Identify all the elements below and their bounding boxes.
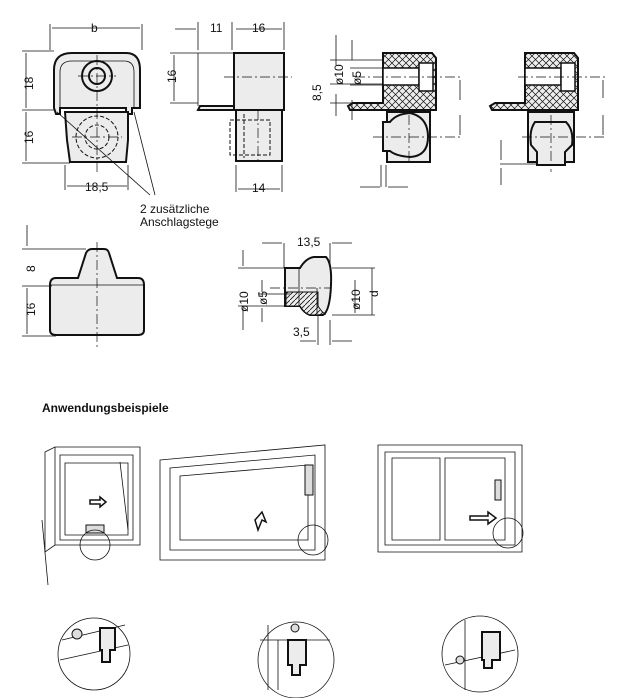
note-line2: Anschlagstege (140, 215, 219, 229)
detail-1 (57, 617, 131, 691)
dim-18-5: 18,5 (85, 180, 109, 194)
example-sliding-window (377, 444, 524, 553)
detail-2 (257, 621, 335, 698)
examples-title: Anwendungsbeispiele (42, 401, 169, 415)
dim-16-top: 16 (24, 302, 38, 316)
note-line1: 2 zusätzliche (140, 202, 210, 216)
dim-8: 8 (24, 265, 38, 272)
example-awning-window (41, 446, 141, 586)
dim-8-5: 8,5 (310, 84, 324, 101)
dim-18: 18 (22, 76, 36, 90)
dim-16-depth: 16 (252, 21, 266, 35)
dim-13-5: 13,5 (297, 235, 321, 249)
top-view: 8 16 (22, 225, 145, 348)
dim-16-front: 16 (22, 130, 36, 144)
front-view: b 18 16 18,5 2 zusätzliche Anschlagstege (22, 21, 219, 229)
dim-pin-d5: ø5 (256, 291, 270, 305)
side-view: 11 16 16 14 (165, 21, 292, 195)
dim-d5: ø5 (350, 71, 364, 85)
dim-pin-d10-left: ø10 (237, 291, 251, 312)
section-view-2 (488, 52, 605, 185)
dim-pin-d10-right: ø10 (349, 289, 363, 310)
dim-d10: ø10 (332, 64, 346, 85)
dim-11: 11 (210, 21, 223, 35)
example-casement-window (159, 444, 329, 561)
pin-view: 13,5 ø10 ø5 ø10 d 3,5 (237, 235, 381, 345)
section-view-1: 8,5 ø10 ø5 (310, 35, 461, 188)
dim-3-5: 3,5 (293, 325, 310, 339)
dim-b: b (91, 21, 98, 35)
detail-3 (441, 615, 519, 693)
dim-14: 14 (252, 181, 266, 195)
dim-pin-d: d (367, 290, 381, 297)
dim-16-side: 16 (165, 69, 179, 83)
